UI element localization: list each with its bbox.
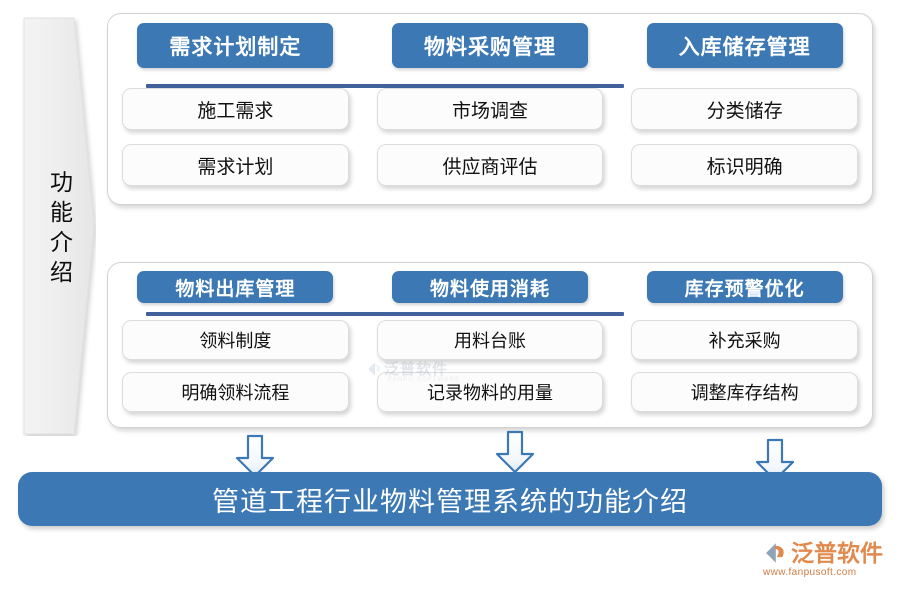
sub-item-construction-demand[interactable]: 施工需求 <box>122 88 349 130</box>
sub-item-clear-labeling[interactable]: 标识明确 <box>631 144 859 186</box>
sub-item-clear-picking-process[interactable]: 明确领料流程 <box>122 372 349 412</box>
right-chevron-ribbon-icon <box>23 17 95 435</box>
fanpu-logo-name: 泛普软件 <box>791 540 883 566</box>
column-header-material-outbound[interactable]: 物料出库管理 <box>137 271 334 303</box>
panel-downstream-columns: 物料出库管理 领料制度 明确领料流程 物料使用消耗 用料台账 记录物料的用量 库… <box>108 263 872 427</box>
sub-item-supplier-evaluation[interactable]: 供应商评估 <box>376 144 604 186</box>
column-header-inventory-warning[interactable]: 库存预警优化 <box>646 271 843 303</box>
panel-downstream: 物料出库管理 领料制度 明确领料流程 物料使用消耗 用料台账 记录物料的用量 库… <box>107 262 873 428</box>
column-material-consumption: 物料使用消耗 用料台账 记录物料的用量 <box>363 263 618 427</box>
down-arrow-icon-3 <box>755 438 795 482</box>
column-inbound-storage: 入库储存管理 分类储存 标识明确 <box>617 14 872 204</box>
column-demand-planning: 需求计划制定 施工需求 需求计划 <box>108 14 363 204</box>
sub-item-market-research[interactable]: 市场调查 <box>376 88 604 130</box>
fanpu-logo-url: www.fanpusoft.com <box>763 567 857 578</box>
down-arrow-icon-1 <box>235 434 275 478</box>
sub-item-replenishment-purchase[interactable]: 补充采购 <box>631 320 859 360</box>
fanpu-logo-row: 泛普软件 <box>762 540 890 566</box>
column-header-material-procurement[interactable]: 物料采购管理 <box>392 23 588 68</box>
ribbon-label-wrap: 功能介绍 <box>22 16 96 436</box>
panel-downstream-divider <box>146 312 624 316</box>
sub-item-classified-storage[interactable]: 分类储存 <box>631 88 859 130</box>
panel-upstream-columns: 需求计划制定 施工需求 需求计划 物料采购管理 市场调查 供应商评估 入库储存管… <box>108 14 872 204</box>
down-arrow-icon-2 <box>495 430 535 474</box>
ribbon-label: 功能介绍 <box>46 169 72 290</box>
fanpu-logo: 泛普软件 www.fanpusoft.com <box>762 540 890 588</box>
sub-item-picking-system[interactable]: 领料制度 <box>122 320 349 360</box>
column-material-outbound: 物料出库管理 领料制度 明确领料流程 <box>108 263 363 427</box>
sub-item-demand-plan[interactable]: 需求计划 <box>122 144 349 186</box>
column-header-demand-planning[interactable]: 需求计划制定 <box>137 23 334 68</box>
sub-item-adjust-inventory-structure[interactable]: 调整库存结构 <box>631 372 859 412</box>
column-header-inbound-storage[interactable]: 入库储存管理 <box>646 23 843 68</box>
column-inventory-warning: 库存预警优化 补充采购 调整库存结构 <box>617 263 872 427</box>
column-material-procurement: 物料采购管理 市场调查 供应商评估 <box>363 14 618 204</box>
panel-upstream-divider <box>146 84 624 88</box>
summary-banner: 管道工程行业物料管理系统的功能介绍 <box>18 472 882 526</box>
panel-upstream: 需求计划制定 施工需求 需求计划 物料采购管理 市场调查 供应商评估 入库储存管… <box>107 13 873 205</box>
sub-item-usage-ledger[interactable]: 用料台账 <box>376 320 604 360</box>
function-intro-ribbon: 功能介绍 <box>22 16 96 436</box>
sub-item-record-material-usage[interactable]: 记录物料的用量 <box>376 372 604 412</box>
fanpu-mark-icon <box>766 543 784 563</box>
column-header-material-consumption[interactable]: 物料使用消耗 <box>392 271 588 303</box>
